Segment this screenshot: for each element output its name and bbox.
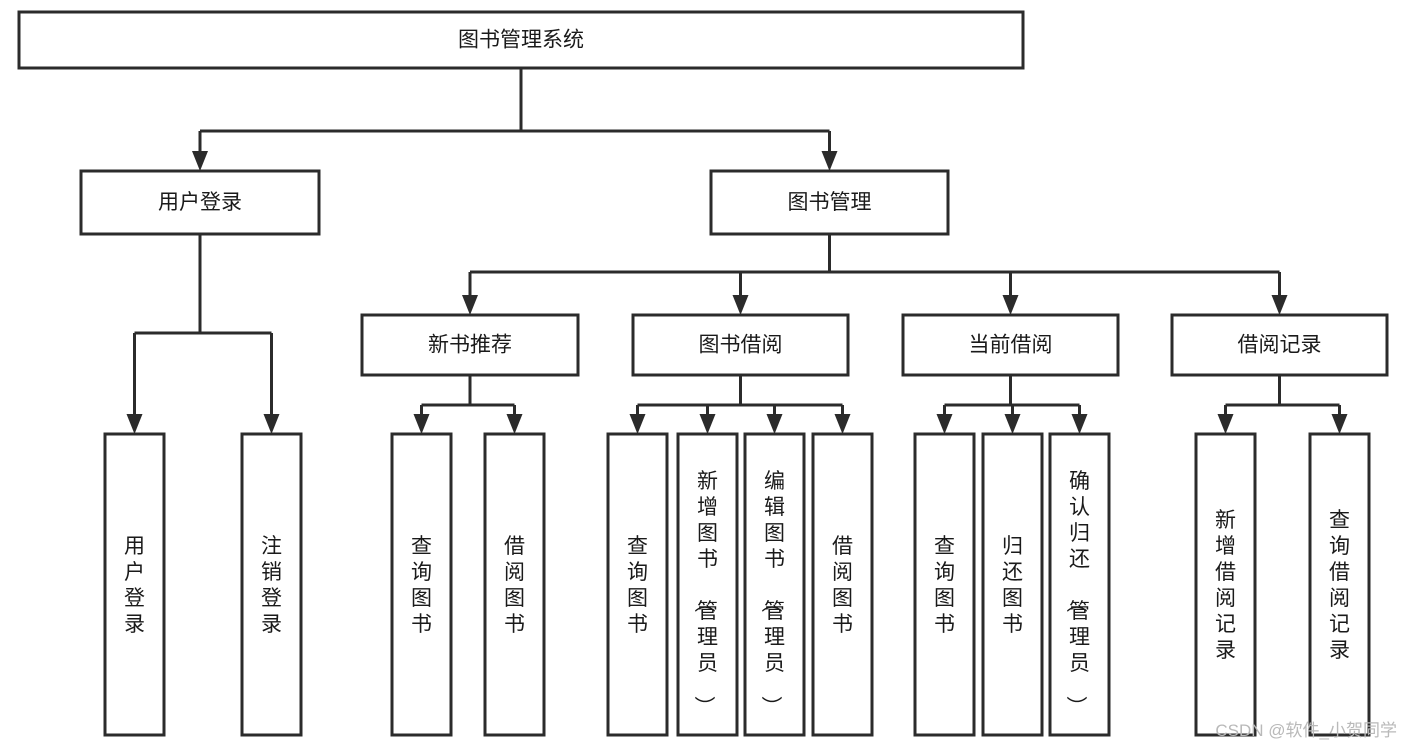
node-box-leaf-add-book[interactable] xyxy=(676,432,739,737)
node-box-book-manage[interactable] xyxy=(709,169,950,236)
edge-group-root xyxy=(192,68,838,171)
node-label-borrow-record: 借阅记录 xyxy=(1238,334,1322,357)
nodes-layer: 图书管理系统用户登录图书管理新书推荐图书借阅当前借阅借阅记录用户登录注销登录查询… xyxy=(17,10,1389,737)
edge-group-book-borrow xyxy=(629,375,851,434)
node-box-leaf-query-book-2[interactable] xyxy=(606,432,669,737)
node-box-leaf-query-book-1[interactable] xyxy=(390,432,453,737)
arrow-head-icon xyxy=(263,414,280,434)
node-label-book-borrow: 图书借阅 xyxy=(699,334,783,357)
node-leaf-return-book[interactable]: 归还图书 xyxy=(981,432,1044,737)
node-box-current-borrow[interactable] xyxy=(901,313,1120,377)
node-box-leaf-borrow-book-2[interactable] xyxy=(811,432,874,737)
node-label-book-manage: 图书管理 xyxy=(788,191,872,214)
node-label-current-borrow: 当前借阅 xyxy=(969,334,1053,357)
arrow-head-icon xyxy=(1271,295,1288,315)
arrow-head-icon xyxy=(506,414,523,434)
arrow-head-icon xyxy=(413,414,430,434)
node-label-leaf-borrow-book-2: 借阅图书 xyxy=(832,535,853,636)
arrow-head-icon xyxy=(1217,414,1234,434)
node-box-leaf-add-record[interactable] xyxy=(1194,432,1257,737)
arrow-head-icon xyxy=(629,414,646,434)
node-leaf-user-login[interactable]: 用户登录 xyxy=(103,432,166,737)
edges-layer xyxy=(126,68,1348,434)
node-label-leaf-borrow-book-1: 借阅图书 xyxy=(504,535,525,636)
node-leaf-query-book-1[interactable]: 查询图书 xyxy=(390,432,453,737)
node-label-leaf-query-book-1: 查询图书 xyxy=(411,535,432,636)
node-user-login[interactable]: 用户登录 xyxy=(79,169,321,236)
node-label-leaf-logout: 注销登录 xyxy=(261,535,282,636)
node-label-leaf-query-book-2: 查询图书 xyxy=(627,535,648,636)
node-new-book-rec[interactable]: 新书推荐 xyxy=(360,313,580,377)
node-borrow-record[interactable]: 借阅记录 xyxy=(1170,313,1389,377)
node-current-borrow[interactable]: 当前借阅 xyxy=(901,313,1120,377)
node-box-leaf-query-book-3[interactable] xyxy=(913,432,976,737)
node-leaf-add-record[interactable]: 新增借阅记录 xyxy=(1194,432,1257,737)
arrow-head-icon xyxy=(936,414,953,434)
edge-group-borrow-record xyxy=(1217,375,1348,434)
arrow-head-icon xyxy=(821,151,838,171)
node-box-root[interactable] xyxy=(17,10,1025,70)
node-leaf-query-book-2[interactable]: 查询图书 xyxy=(606,432,669,737)
arrow-head-icon xyxy=(834,414,851,434)
arrow-head-icon xyxy=(766,414,783,434)
node-label-leaf-add-record: 新增借阅记录 xyxy=(1215,509,1236,662)
csdn-watermark: CSDN @软件_小贺同学 xyxy=(1215,721,1397,740)
arrow-head-icon xyxy=(192,151,208,171)
node-leaf-query-record[interactable]: 查询借阅记录 xyxy=(1308,432,1371,737)
arrow-head-icon xyxy=(732,295,749,315)
node-leaf-borrow-book-2[interactable]: 借阅图书 xyxy=(811,432,874,737)
arrow-head-icon xyxy=(1002,295,1019,315)
arrow-head-icon xyxy=(126,414,143,434)
node-label-root: 图书管理系统 xyxy=(458,29,584,52)
node-label-leaf-query-book-3: 查询图书 xyxy=(934,535,955,636)
node-box-leaf-edit-book[interactable] xyxy=(743,432,806,737)
node-label-leaf-edit-book: 编辑图书（管理员） xyxy=(759,470,785,717)
node-book-borrow[interactable]: 图书借阅 xyxy=(631,313,850,377)
node-root[interactable]: 图书管理系统 xyxy=(17,10,1025,70)
node-leaf-confirm-return[interactable]: 确认归还（管理员） xyxy=(1048,432,1111,737)
node-box-new-book-rec[interactable] xyxy=(360,313,580,377)
node-box-leaf-borrow-book-1[interactable] xyxy=(483,432,546,737)
edge-group-user-login xyxy=(126,234,280,434)
edge-group-new-book-rec xyxy=(413,375,523,434)
node-label-leaf-query-record: 查询借阅记录 xyxy=(1329,509,1350,662)
node-label-leaf-add-book: 新增图书（管理员） xyxy=(692,470,718,717)
node-box-leaf-user-login[interactable] xyxy=(103,432,166,737)
node-box-leaf-logout[interactable] xyxy=(240,432,303,737)
arrow-head-icon xyxy=(1004,414,1021,434)
node-box-leaf-query-record[interactable] xyxy=(1308,432,1371,737)
node-label-new-book-rec: 新书推荐 xyxy=(428,334,512,357)
node-leaf-query-book-3[interactable]: 查询图书 xyxy=(913,432,976,737)
node-label-leaf-return-book: 归还图书 xyxy=(1002,535,1023,636)
node-label-leaf-user-login: 用户登录 xyxy=(124,535,145,636)
node-box-user-login[interactable] xyxy=(79,169,321,236)
node-leaf-logout[interactable]: 注销登录 xyxy=(240,432,303,737)
arrow-head-icon xyxy=(1331,414,1348,434)
node-leaf-borrow-book-1[interactable]: 借阅图书 xyxy=(483,432,546,737)
edge-group-current-borrow xyxy=(936,375,1088,434)
node-label-leaf-confirm-return: 确认归还（管理员） xyxy=(1064,470,1090,717)
node-leaf-edit-book[interactable]: 编辑图书（管理员） xyxy=(743,432,806,737)
node-label-user-login: 用户登录 xyxy=(158,191,242,214)
node-box-leaf-confirm-return[interactable] xyxy=(1048,432,1111,737)
node-box-borrow-record[interactable] xyxy=(1170,313,1389,377)
edge-group-book-manage xyxy=(462,234,1288,315)
arrow-head-icon xyxy=(1071,414,1088,434)
node-box-leaf-return-book[interactable] xyxy=(981,432,1044,737)
node-book-manage[interactable]: 图书管理 xyxy=(709,169,950,236)
node-leaf-add-book[interactable]: 新增图书（管理员） xyxy=(676,432,739,737)
arrow-head-icon xyxy=(462,295,478,315)
node-box-book-borrow[interactable] xyxy=(631,313,850,377)
arrow-head-icon xyxy=(699,414,716,434)
